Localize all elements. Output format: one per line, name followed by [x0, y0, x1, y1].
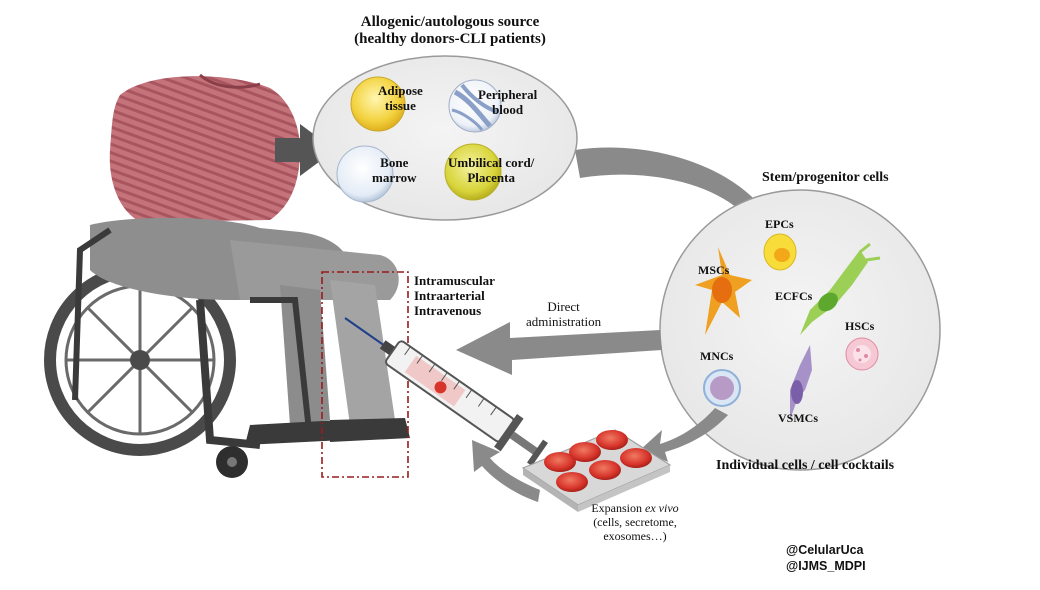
source-title: Allogenic/autologous source (healthy don… — [300, 14, 600, 49]
mncs-label: MNCs — [700, 349, 734, 363]
adipose-label-line2: tissue — [384, 97, 416, 113]
peripheral-label-line2: blood — [492, 101, 524, 117]
umbilical-label-line1: Umbilical cord/ — [448, 155, 535, 170]
direct-line2: administration — [526, 313, 602, 329]
epc-cell-icon — [763, 233, 797, 271]
route-intraarterial: Intraarterial — [414, 287, 485, 303]
expansion-line3: exosomes…) — [603, 528, 667, 543]
direct-administration-label: Direct administration — [526, 299, 602, 330]
stem-title: Stem/progenitor cells — [762, 170, 889, 185]
route-intravenous: Intravenous — [414, 302, 482, 318]
source-title-line2: (healthy donors-CLI patients) — [354, 31, 546, 48]
peripheral-label: Peripheral blood — [478, 87, 538, 118]
vsmcs-label: VSMCs — [778, 411, 819, 425]
adipose-tissue-icon — [350, 76, 406, 132]
hsc-cell-icon — [845, 337, 879, 371]
bone-marrow-label: Bone marrow — [372, 155, 417, 186]
expansion-italic: ex vivo — [645, 501, 679, 515]
administration-site-box — [321, 271, 409, 478]
patient-shirt — [109, 73, 300, 222]
credit-celularuca: @CelularUca — [786, 543, 864, 557]
bone-marrow-icon — [336, 145, 394, 203]
expansion-line2: (cells, secretome, — [593, 514, 677, 529]
expansion-prefix: Expansion — [591, 501, 646, 515]
arrow-direct-administration — [456, 322, 662, 375]
msc-cell-icon — [695, 247, 752, 335]
route-intramuscular: Intramuscular — [414, 273, 495, 288]
arrow-patient-to-source — [275, 124, 335, 176]
umbilical-cord-icon — [444, 143, 502, 201]
bone-label-line1: Bone — [380, 155, 409, 170]
curved-arrow-source-to-stem — [575, 147, 760, 215]
credit-ijms: @IJMS_MDPI — [786, 559, 866, 574]
arrow-stem-to-expansion — [640, 408, 728, 462]
multiwell-plate-icon — [521, 429, 672, 512]
arrow-expansion-to-syringe — [472, 440, 540, 502]
expansion-label: Expansion ex vivo (cells, secretome, exo… — [580, 501, 690, 543]
bone-label-line2: marrow — [372, 169, 417, 185]
source-title-line1: Allogenic/autologous source — [360, 14, 540, 30]
direct-line1: Direct — [547, 299, 580, 314]
ecfc-cell-icon — [800, 242, 881, 335]
adipose-label: Adipose tissue — [378, 83, 423, 114]
umbilical-label: Umbilical cord/ Placenta — [448, 155, 535, 186]
vsmc-cell-icon — [790, 345, 812, 420]
epcs-label: EPCs — [765, 217, 794, 231]
mscs-label: MSCs — [698, 263, 730, 277]
hscs-label: HSCs — [845, 319, 875, 333]
peripheral-label-line1: Peripheral — [478, 87, 538, 102]
credits: @CelularUca @IJMS_MDPI — [786, 542, 866, 575]
wheelchair-patient — [44, 217, 410, 478]
ecfcs-label: ECFCs — [775, 289, 813, 303]
peripheral-blood-icon — [448, 79, 502, 133]
mnc-cell-icon — [703, 369, 741, 407]
syringe-icon — [344, 317, 548, 466]
umbilical-label-line2: Placenta — [467, 169, 515, 185]
adipose-label-line1: Adipose — [378, 83, 423, 98]
expansion-line1: Expansion ex vivo — [580, 501, 690, 516]
routes-label: Intramuscular Intraarterial Intravenous — [414, 273, 495, 319]
stem-footer: Individual cells / cell cocktails — [716, 458, 895, 473]
